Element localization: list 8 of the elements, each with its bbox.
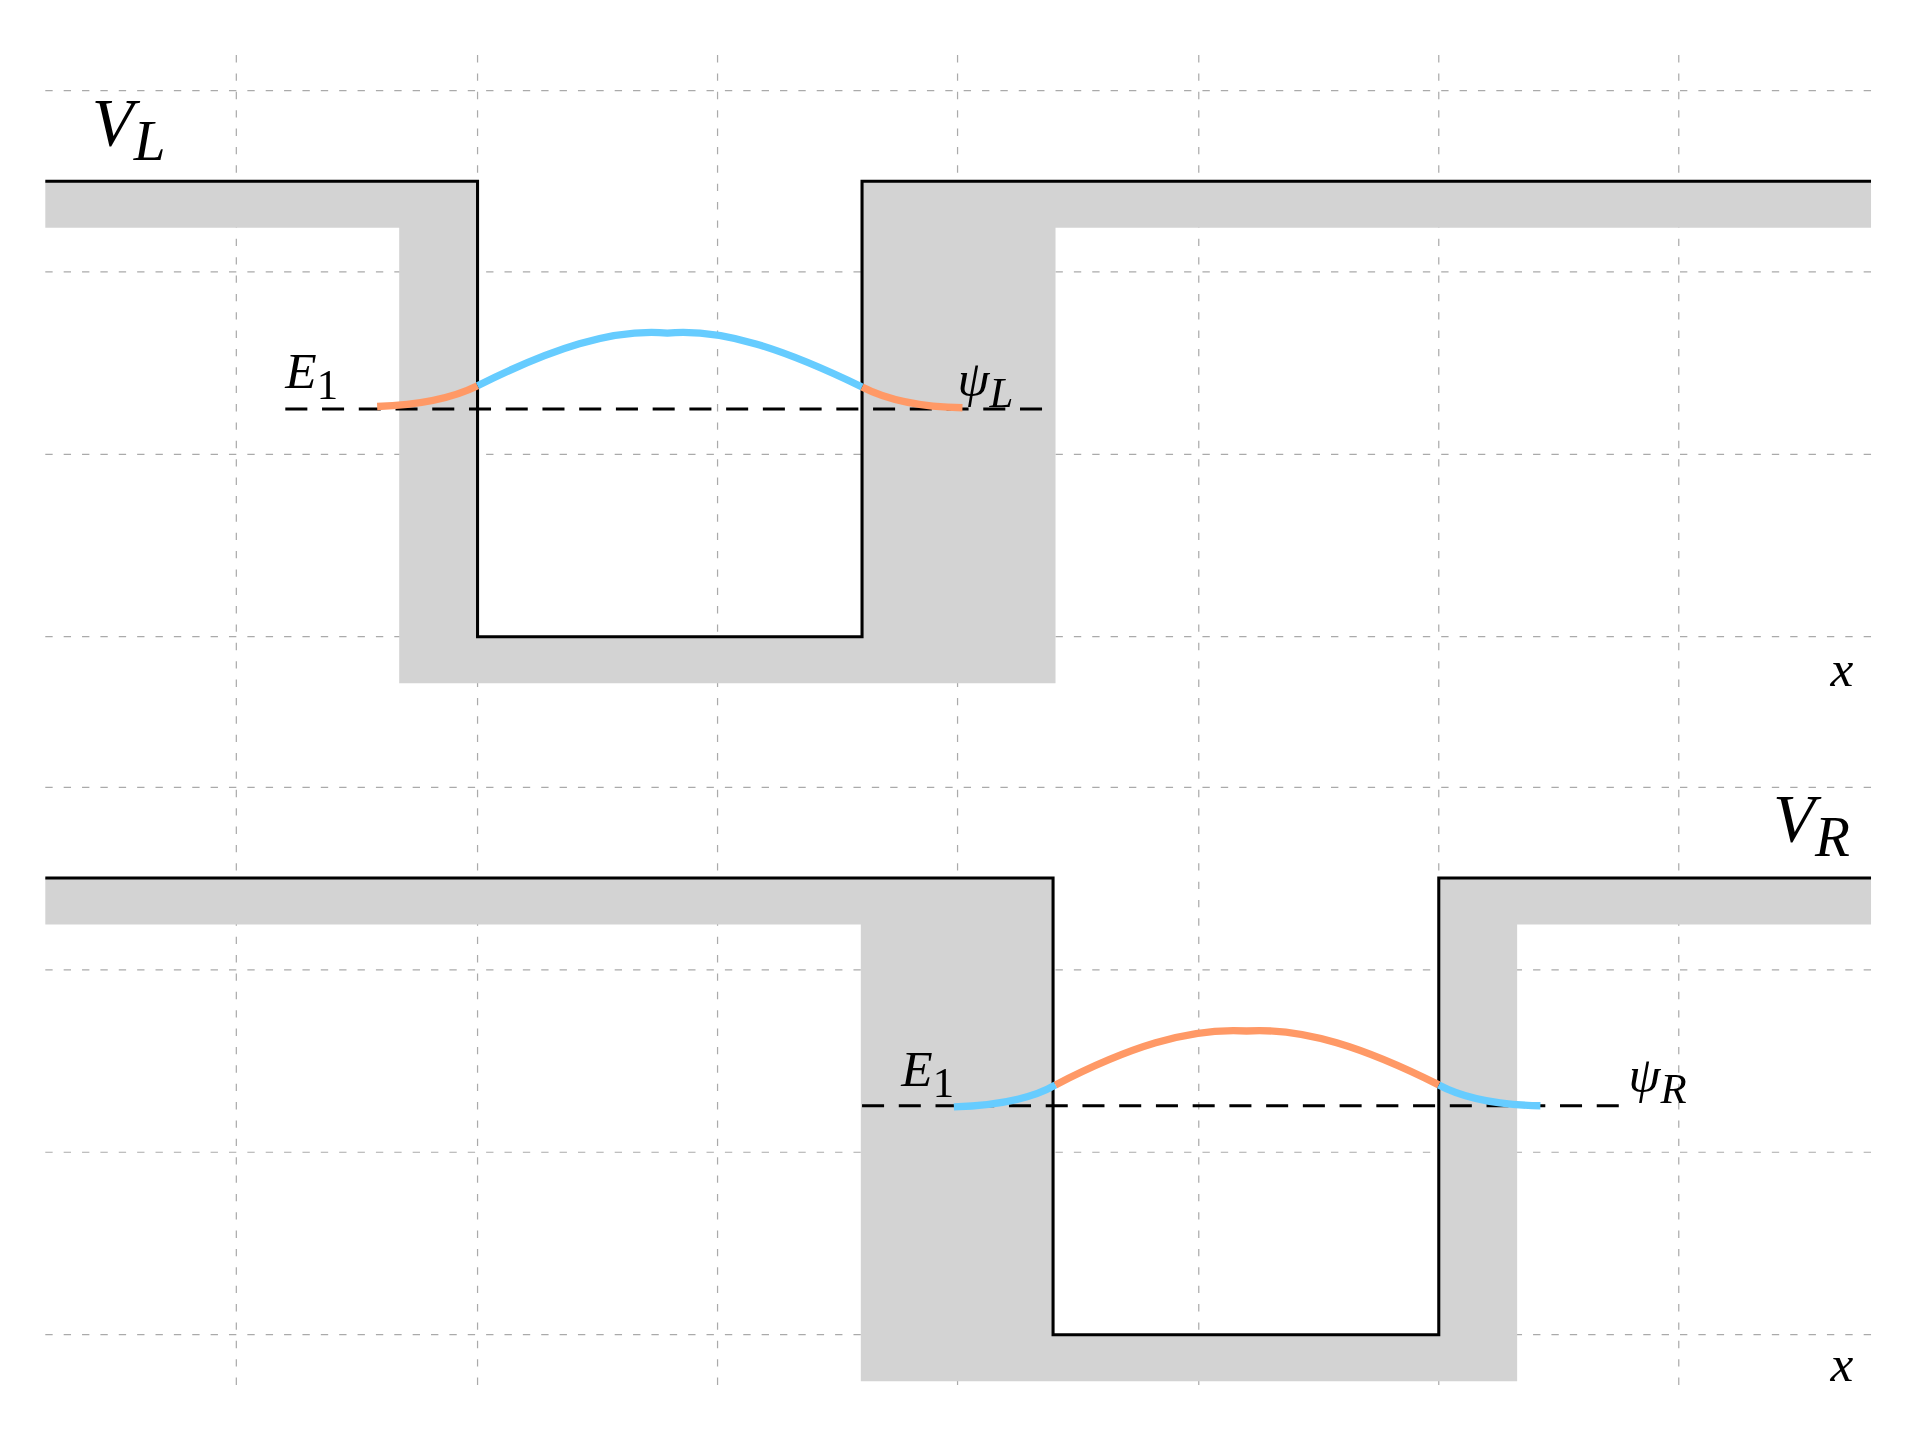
potential-label: V$_{R}$ xyxy=(1773,783,1850,865)
energy-label: E$_{1}$ xyxy=(901,1043,955,1106)
axis-label: x xyxy=(1830,642,1854,695)
potential-label: V$_{L}$ xyxy=(91,88,166,169)
wavefunction-label: ψ$_{L}$ xyxy=(957,352,1014,415)
wavefunction-label: ψ$_{R}$ xyxy=(1628,1049,1687,1112)
axis-label: x xyxy=(1830,1338,1854,1390)
energy-label: E$_{1}$ xyxy=(285,345,339,408)
